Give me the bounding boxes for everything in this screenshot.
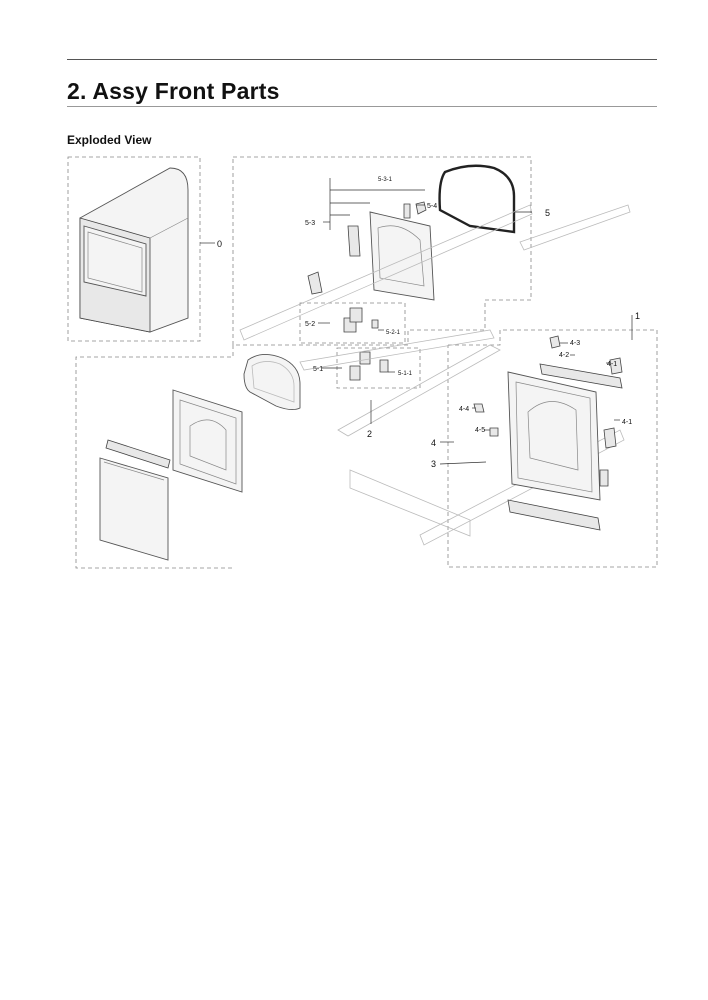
door-group-box xyxy=(75,345,234,569)
title-rule xyxy=(67,106,657,107)
callout-5-2-1: 5-2-1 xyxy=(386,330,401,336)
callout-2: 2 xyxy=(367,429,372,439)
assembly-0-box xyxy=(67,156,201,342)
page-title: 2. Assy Front Parts xyxy=(67,78,280,104)
part-2-front-panel xyxy=(239,204,631,546)
part-5-1-latches xyxy=(349,351,389,381)
leader-lines xyxy=(318,178,633,465)
callout-4-1a: 4-1 xyxy=(607,361,617,368)
callout-4-3: 4-3 xyxy=(570,340,580,347)
callout-5-1-1: 5-1-1 xyxy=(398,371,413,377)
part-5-gasket xyxy=(438,164,516,234)
callout-4-5: 4-5 xyxy=(475,427,485,434)
callout-5-3: 5-3 xyxy=(305,220,315,227)
assembly-4-box xyxy=(447,329,658,568)
callout-4-2: 4-2 xyxy=(559,352,569,359)
assembly-5-box xyxy=(232,156,532,346)
callout-5-2: 5-2 xyxy=(305,321,315,328)
callout-5: 5 xyxy=(545,208,550,218)
callout-4: 4 xyxy=(431,438,436,448)
part-5-frame xyxy=(307,201,435,301)
callout-4-1b: 4-1 xyxy=(622,419,632,426)
section-title: Exploded View xyxy=(67,133,152,147)
callout-5-1: 5-1 xyxy=(313,366,323,373)
callout-1: 1 xyxy=(635,311,640,321)
callout-3: 3 xyxy=(431,459,436,469)
callout-4-4: 4-4 xyxy=(459,406,469,413)
part-0-dryer-cabinet xyxy=(79,167,215,333)
top-rule xyxy=(67,59,657,60)
part-4-control-panel xyxy=(473,335,623,531)
part-5-2-hinges xyxy=(343,307,379,333)
door-parts xyxy=(99,354,301,561)
callout-0: 0 xyxy=(217,239,222,249)
callout-5-3-1: 5-3-1 xyxy=(378,177,393,183)
callout-5-4: 5-4 xyxy=(427,203,437,210)
assembly-5-2-box xyxy=(299,302,406,344)
